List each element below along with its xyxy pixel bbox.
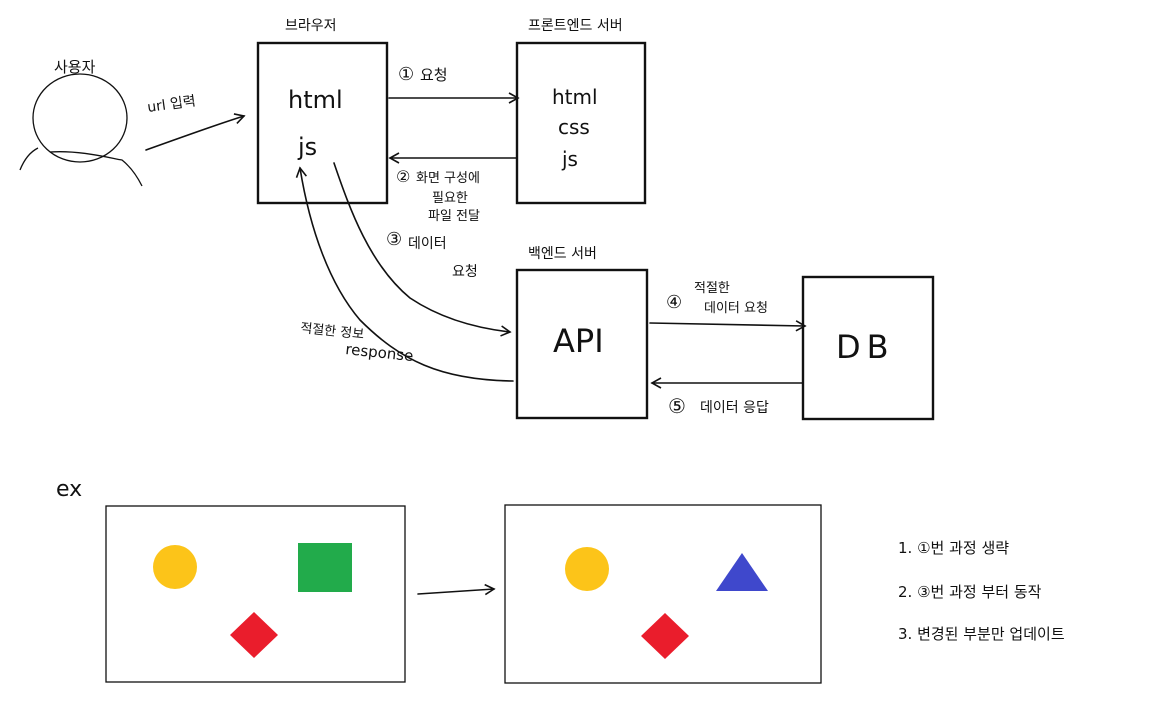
after-triangle-shape: [716, 553, 768, 591]
example-label: ex: [56, 477, 82, 502]
frontend-title: 프론트엔드 서버: [528, 18, 623, 34]
note-2: 2. ③번 과정 부터 동작: [898, 583, 1042, 601]
backend-title: 백엔드 서버: [528, 246, 597, 262]
browser-js: js: [297, 133, 317, 161]
url-input-arrow: [145, 113, 246, 151]
step4-line2: 데이터 요청: [704, 301, 768, 316]
step1-text: 요청: [420, 66, 448, 84]
browser-box: [256, 41, 389, 205]
step3-num: ③: [386, 229, 402, 250]
frontend-box: [515, 41, 647, 205]
step2-line1: 화면 구성에: [416, 171, 480, 186]
after-circle-shape: [565, 547, 609, 591]
backend-box: [515, 268, 649, 420]
step4-arrow: [649, 320, 807, 332]
user-figure: [19, 73, 143, 187]
db-label: DB: [836, 328, 895, 366]
db-box: [801, 275, 935, 421]
user-head: [32, 73, 128, 163]
response-line2: response: [345, 340, 415, 365]
step2-line3: 파일 전달: [428, 209, 480, 224]
step2-num: ②: [396, 167, 410, 186]
step5-num: ⑤: [668, 394, 686, 418]
example-transition-arrow: [417, 583, 496, 596]
backend-api-label: API: [553, 322, 604, 360]
before-square-shape: [298, 543, 352, 592]
step3-arrow: [333, 162, 512, 337]
step1-num: ①: [398, 64, 414, 85]
step4-num: ④: [666, 292, 682, 313]
note-1: 1. ①번 과정 생략: [898, 539, 1009, 557]
example-after-box: [504, 504, 822, 684]
url-input-label: url 입력: [146, 93, 196, 116]
before-diamond-shape: [230, 612, 278, 658]
frontend-css: css: [558, 115, 590, 139]
step2-line2: 필요한: [432, 191, 468, 206]
step5-text: 데이터 응답: [700, 400, 769, 416]
after-diamond-shape: [641, 613, 689, 659]
step3-line1: 데이터: [408, 236, 447, 252]
response-arrow: [295, 166, 514, 382]
frontend-html: html: [552, 85, 598, 109]
step3-line2: 요청: [452, 264, 478, 280]
response-line1: 적절한 정보: [300, 321, 365, 343]
browser-html: html: [288, 86, 343, 114]
user-label: 사용자: [54, 58, 96, 76]
example-before-box: [105, 505, 406, 683]
browser-title: 브라우저: [285, 18, 337, 34]
before-circle-shape: [153, 545, 197, 589]
note-3: 3. 변경된 부분만 업데이트: [898, 625, 1065, 643]
frontend-js: js: [561, 147, 578, 171]
step4-line1: 적절한: [694, 281, 730, 296]
user-body: [49, 151, 143, 187]
